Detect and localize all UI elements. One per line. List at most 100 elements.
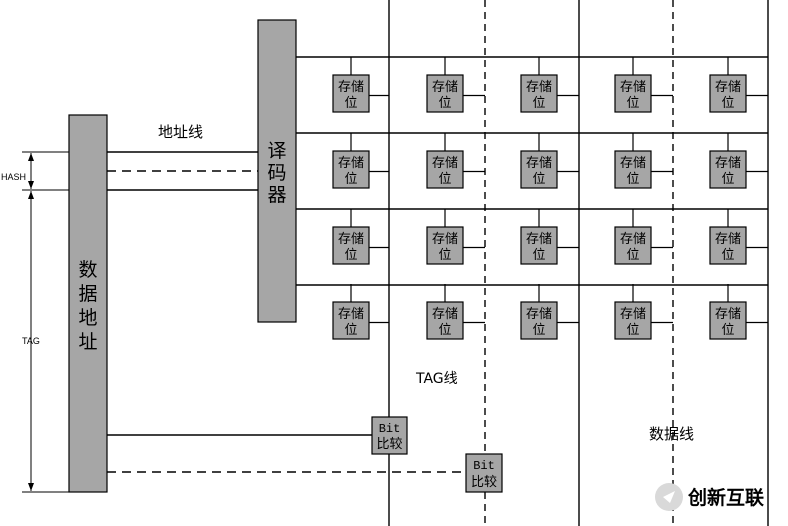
hash-label: HASH — [1, 172, 26, 182]
memory-cell-label-line2: 位 — [532, 248, 545, 263]
tag-compare-lines — [107, 434, 466, 473]
memory-cell-label-line2: 位 — [344, 172, 357, 187]
memory-cell: 存储位 — [520, 57, 579, 113]
memory-cell-label-line1: 存储 — [526, 307, 552, 322]
watermark-logo-mark — [663, 491, 675, 503]
memory-cell-label-line1: 存储 — [620, 80, 646, 95]
address-lines — [107, 151, 258, 191]
memory-cell: 存储位 — [709, 284, 768, 340]
decoder-char-2: 码 — [267, 162, 286, 184]
memory-cell: 存储位 — [332, 57, 389, 113]
memory-cell-label-line1: 存储 — [338, 156, 364, 171]
tag-line-label: TAG线 — [415, 371, 458, 387]
memory-cell-label-line2: 位 — [438, 172, 451, 187]
memory-cell-label-line2: 位 — [438, 96, 451, 111]
memory-cell-box — [426, 301, 464, 340]
memory-cell-box — [332, 226, 370, 265]
memory-cell-label-line1: 存储 — [715, 307, 741, 322]
memory-cell: 存储位 — [426, 209, 485, 265]
memory-cell-box — [332, 150, 370, 189]
memory-cell-label-line2: 位 — [532, 323, 545, 338]
tag-span-label: TAG — [22, 336, 40, 346]
memory-cell: 存储位 — [614, 209, 673, 265]
memory-cell: 存储位 — [520, 284, 579, 340]
memory-cell-box — [614, 301, 652, 340]
decoder-char-1: 译 — [267, 140, 286, 162]
address-line-label: 地址线 — [158, 123, 203, 141]
memory-cell-box — [709, 150, 747, 189]
memory-cell-label-line1: 存储 — [432, 232, 458, 247]
memory-cell: 存储位 — [709, 57, 768, 113]
memory-cell-label-line1: 存储 — [432, 156, 458, 171]
memory-cell-label-line1: 存储 — [432, 80, 458, 95]
memory-cell-label-line2: 位 — [721, 248, 734, 263]
memory-cell: 存储位 — [709, 209, 768, 265]
memory-cell-label-line2: 位 — [721, 323, 734, 338]
memory-cell-box — [332, 301, 370, 340]
memory-cell-box — [426, 226, 464, 265]
memory-cell-label-line1: 存储 — [338, 80, 364, 95]
memory-cell-box — [426, 150, 464, 189]
bit-comparator-2: Bit 比较 — [465, 453, 503, 493]
memory-cell-label-line2: 位 — [626, 172, 639, 187]
memory-cell-label-line1: 存储 — [715, 80, 741, 95]
memory-cell-box — [332, 74, 370, 113]
decoder-char-3: 器 — [267, 184, 286, 206]
memory-cell: 存储位 — [332, 209, 389, 265]
bit-comparator-2-line2: 比较 — [471, 475, 497, 490]
memory-cell-label-line2: 位 — [721, 96, 734, 111]
word-lines — [296, 56, 768, 286]
bit-comparator-1-box — [371, 416, 408, 455]
memory-cell-label-line2: 位 — [626, 323, 639, 338]
hash-arrow-down — [28, 181, 34, 189]
memory-cell-label-line1: 存储 — [620, 156, 646, 171]
memory-cell: 存储位 — [614, 57, 673, 113]
memory-cell-label-line1: 存储 — [715, 156, 741, 171]
memory-cell: 存储位 — [332, 133, 389, 189]
memory-cell-label-line2: 位 — [344, 96, 357, 111]
memory-cell-label-line1: 存储 — [526, 232, 552, 247]
memory-cell-box — [614, 150, 652, 189]
memory-cell-label-line2: 位 — [532, 96, 545, 111]
memory-cell-label-line2: 位 — [626, 248, 639, 263]
memory-cell-box — [709, 301, 747, 340]
memory-cell-label-line2: 位 — [438, 248, 451, 263]
data-address-char-2: 据 — [78, 283, 97, 305]
memory-cell: 存储位 — [332, 284, 389, 340]
tag-arrow-up — [28, 191, 34, 199]
memory-cell-label-line1: 存储 — [338, 307, 364, 322]
data-address-char-1: 数 — [78, 259, 97, 281]
data-address-label: 数 据 地 址 — [78, 259, 97, 353]
memory-cell-label-line1: 存储 — [620, 232, 646, 247]
memory-cell-label-line2: 位 — [344, 248, 357, 263]
watermark-logo: 创新互联 — [655, 483, 764, 511]
memory-cell-label-line1: 存储 — [338, 232, 364, 247]
tag-arrow-down — [28, 483, 34, 491]
memory-cell-box — [709, 74, 747, 113]
memory-cell-box — [614, 74, 652, 113]
memory-cell-label-line1: 存储 — [715, 232, 741, 247]
memory-cell-label-line1: 存储 — [526, 156, 552, 171]
memory-cell-label-line2: 位 — [532, 172, 545, 187]
memory-cell-box — [520, 226, 558, 265]
memory-cell-label-line1: 存储 — [526, 80, 552, 95]
data-address-char-3: 地 — [78, 307, 97, 329]
bit-comparator-2-line1: Bit — [473, 459, 495, 473]
bit-comparator-1-line1: Bit — [379, 422, 401, 436]
memory-cell-label-line2: 位 — [438, 323, 451, 338]
memory-cell: 存储位 — [426, 284, 485, 340]
memory-cell-label-line2: 位 — [344, 323, 357, 338]
memory-cell: 存储位 — [426, 57, 485, 113]
data-line-label: 数据线 — [649, 425, 694, 443]
memory-cell-box — [520, 301, 558, 340]
memory-cell: 存储位 — [614, 284, 673, 340]
memory-cell: 存储位 — [614, 133, 673, 189]
memory-cell-label-line1: 存储 — [620, 307, 646, 322]
watermark-text: 创新互联 — [687, 486, 764, 509]
data-address-char-4: 址 — [78, 331, 97, 353]
dimension-arrowheads — [28, 153, 34, 491]
memory-cell-box — [520, 74, 558, 113]
memory-cell-box — [709, 226, 747, 265]
memory-cell: 存储位 — [520, 133, 579, 189]
